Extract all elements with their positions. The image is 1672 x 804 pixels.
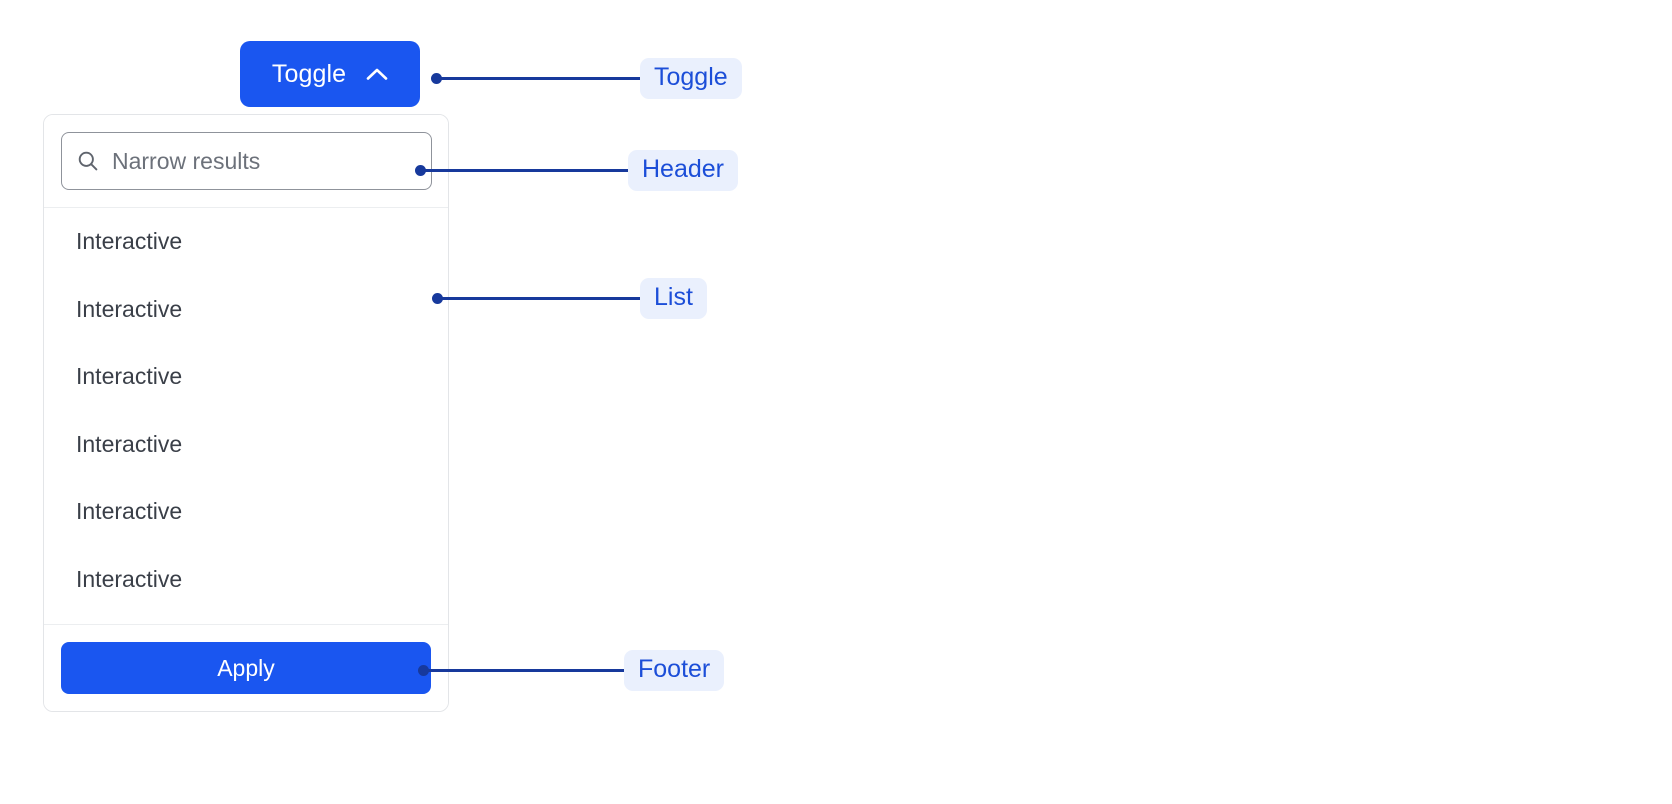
chevron-up-icon: [366, 67, 388, 81]
annotation-chip-label: Header: [628, 149, 738, 191]
annotation-chip-label: Footer: [624, 649, 725, 691]
list-item-label: Interactive: [76, 565, 183, 592]
list-item-label: Interactive: [76, 295, 183, 322]
annotation-dot: [432, 292, 443, 304]
list-item[interactable]: Interactive: [44, 478, 448, 546]
toggle-button-label: Toggle: [271, 59, 347, 88]
panel-list[interactable]: Interactive Interactive Interactive Inte…: [44, 208, 448, 624]
search-field[interactable]: [61, 132, 432, 190]
search-input[interactable]: [112, 147, 417, 175]
panel-header: [44, 115, 448, 208]
annotation-dot: [415, 164, 426, 176]
search-icon: [76, 149, 100, 173]
panel-footer: Apply: [44, 624, 448, 711]
annotation-line: [442, 296, 640, 300]
annotation-line: [428, 668, 624, 672]
annotation-dot: [431, 72, 442, 84]
list-item[interactable]: Interactive: [44, 208, 448, 276]
list-item[interactable]: Interactive: [44, 343, 448, 411]
annotation-dot: [418, 664, 429, 676]
annotation-chip-label: Toggle: [640, 57, 742, 99]
list-item-label: Interactive: [76, 363, 183, 390]
toggle-button[interactable]: Toggle: [240, 41, 420, 107]
apply-button[interactable]: Apply: [61, 642, 431, 694]
annotation-line: [441, 76, 640, 80]
list-item[interactable]: Interactive: [44, 276, 448, 344]
list-item-label: Interactive: [76, 430, 183, 457]
list-item[interactable]: Interactive: [44, 411, 448, 479]
dropdown-panel: Interactive Interactive Interactive Inte…: [43, 114, 449, 712]
annotation-line: [425, 168, 628, 172]
list-item-label: Interactive: [76, 498, 183, 525]
annotation-chip-label: List: [640, 277, 707, 319]
list-item[interactable]: Interactive: [44, 546, 448, 614]
list-item-label: Interactive: [76, 228, 183, 255]
